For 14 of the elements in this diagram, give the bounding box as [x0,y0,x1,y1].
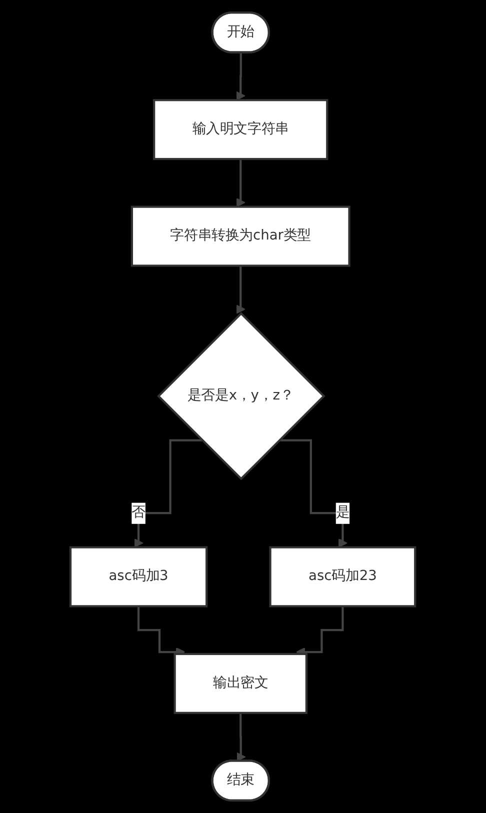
arrow [236,158,246,208]
node-box: asc码加23 [269,546,416,608]
node-box: 输出密文 [174,652,308,714]
node-box: 字符串转换为char类型 [131,206,351,267]
node-diamond: 是否是x，y，z？ [157,312,326,480]
arrow [236,264,246,314]
arrow [279,439,348,548]
arrow [134,439,202,548]
edge-label: 否 [132,504,146,521]
edge-label: 是 [336,504,350,521]
node-box: 输入明文字符串 [153,99,328,160]
arrow [236,712,246,762]
node-box: asc码加3 [70,546,208,608]
arrow [236,52,246,101]
